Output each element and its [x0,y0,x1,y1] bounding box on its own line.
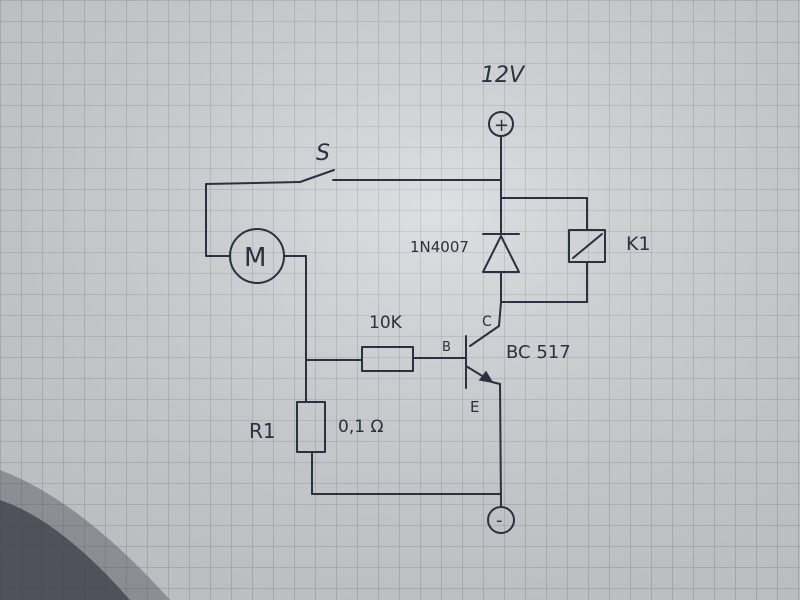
sense-resistor-label: R1 [249,419,276,443]
wires [205,135,588,507]
base-resistor: 10K [361,313,414,372]
relay-k1: K1 [568,229,651,263]
supply-voltage-label: 12V [481,63,526,88]
diode-1n4007: 1N4007 [410,233,520,273]
diode-label: 1N4007 [410,238,469,256]
transistor-base-label: B [442,340,451,355]
negative-symbol: - [496,510,503,531]
switch-label: S [316,141,330,166]
switch-s: S [299,141,335,183]
sense-resistor: R1 0,1 Ω [249,401,383,453]
positive-symbol: + [494,115,509,136]
supply-negative-terminal: - [487,506,515,534]
transistor-emitter-label: E [470,398,479,416]
transistor-part-label: BC 517 [506,342,571,363]
transistor-collector-label: C [482,314,492,330]
sense-resistor-value: 0,1 Ω [338,417,383,437]
motor-label: M [244,243,266,273]
supply-positive-terminal: + 12V [481,63,526,137]
motor-m: M [229,228,285,284]
relay-label: K1 [626,233,651,255]
paper-shadow [0,500,130,600]
base-resistor-label: 10K [369,313,403,333]
transistor-bc517: C B E BC 517 [442,314,571,416]
